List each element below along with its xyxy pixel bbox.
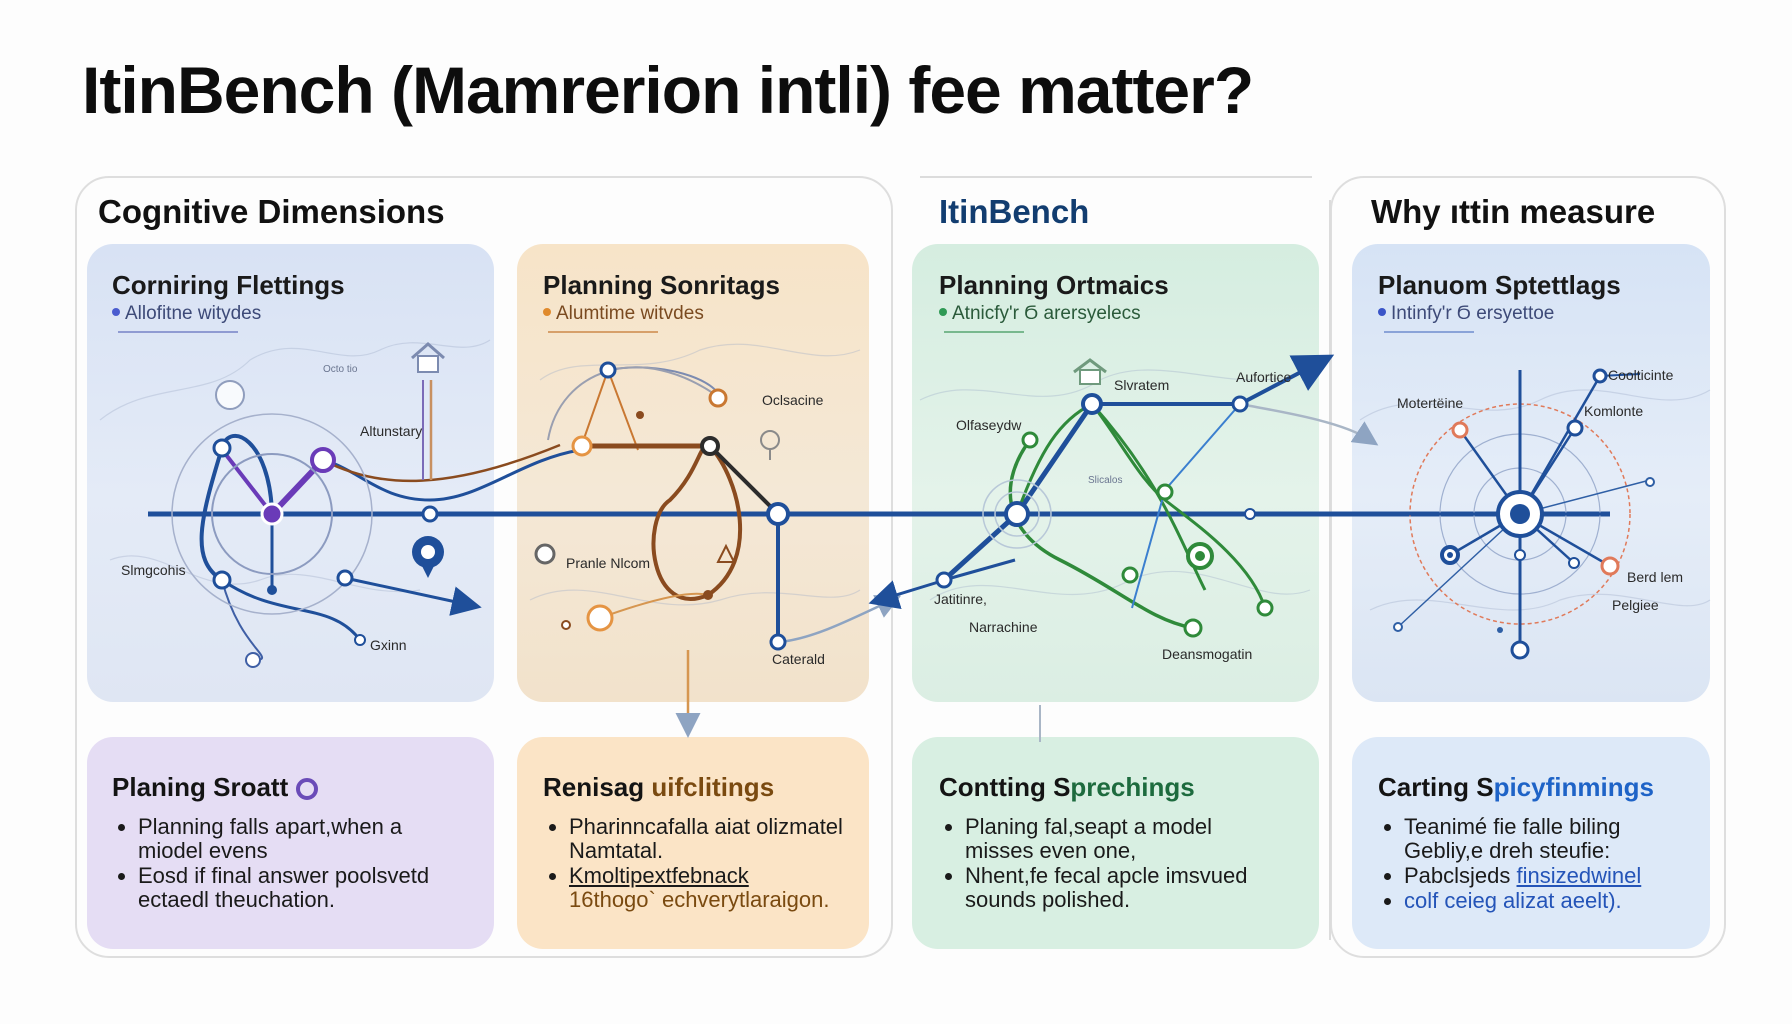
- map-label-altunstary: Altunstary: [360, 423, 422, 439]
- top-panel-3-rule: [944, 331, 1024, 333]
- bottom-panel-1-title-text: Planing Sroatt: [112, 772, 289, 802]
- bottom-panel-4: [1352, 737, 1710, 949]
- map-label-narrachine: Narrachine: [969, 619, 1038, 635]
- map-label-aufortice: Aufortice: [1236, 369, 1291, 385]
- itinbench-top-rule: [920, 176, 1312, 178]
- panel4-nodes: [1393, 368, 1655, 660]
- top-panel-1-rule: [118, 331, 238, 333]
- panel2-nodes: [534, 361, 790, 651]
- panel1-nodes: [212, 380, 439, 668]
- top-panel-4: [1352, 244, 1710, 702]
- map-label-deansmogatin: Deansmogatin: [1162, 646, 1252, 662]
- cognitive-frame: [75, 176, 893, 958]
- bullet-dot-icon: [939, 307, 947, 316]
- bottom-panel-2-title-b: uifclitings: [651, 772, 775, 802]
- top-panel-3-subtitle-text: Atnicfy'r Ϭ arersyelecs: [952, 303, 1141, 324]
- magnifier-icon: [296, 778, 319, 800]
- map-label-octotio: Octo tio: [323, 364, 358, 375]
- tent-icon: [716, 543, 736, 563]
- bottom-panel-1: [87, 737, 494, 949]
- panel3-nodes: [935, 393, 1274, 638]
- section-title-why: Why ıttin measure: [1371, 193, 1656, 230]
- bottom-panel-3-title-b: prechings: [1070, 772, 1195, 802]
- top-panel-2-subtitle-text: Alumtime witvdes: [556, 303, 704, 324]
- bottom-panel-2-title: Renisag uifclitings: [543, 772, 774, 803]
- map-label-pranle: Pranle Nlcom: [566, 555, 650, 571]
- map-label-komlonte: Komlonte: [1584, 403, 1643, 419]
- bottom-panel-4-title-a: Carting S: [1378, 772, 1494, 802]
- panel2-routes: [547, 366, 902, 738]
- bottom-panel-4-title-b: picyfinmings: [1493, 772, 1654, 802]
- bullet-dot-icon: [543, 307, 551, 316]
- itinbench-divider: [1329, 200, 1331, 940]
- top-panel-4-subtitle: Intinfy'r Ϭ ersyettoe: [1378, 303, 1554, 325]
- map-label-coolticinte: Coolticinte: [1608, 367, 1674, 383]
- house-icon: [411, 342, 445, 373]
- map-label-pelgiee: Pelgiee: [1612, 597, 1659, 613]
- map-background: [99, 339, 1711, 611]
- map-label-berdlem: Berd lem: [1627, 569, 1683, 585]
- map-label-olfaseydw: Olfaseydw: [956, 417, 1022, 433]
- panel1-routes: [171, 380, 581, 661]
- panel3-routes: [868, 354, 1379, 742]
- bottom-panel-3-title: Contting Sprechings: [939, 772, 1195, 803]
- top-panel-2-subtitle: Alumtime witvdes: [543, 303, 704, 325]
- list-item: Pabclsjeds finsizedwinel: [1404, 864, 1724, 888]
- map-label-moterteine: Motertëine: [1397, 395, 1463, 411]
- top-panel-1-subtitle-text: Allofitne witydes: [125, 303, 262, 324]
- bottom-panel-3-title-a: Contting S: [939, 772, 1071, 802]
- map-label-jatitinre: Jatitinre,: [934, 591, 987, 607]
- bottom-panel-4-title: Carting Spicyfinmings: [1378, 772, 1654, 803]
- map-label-oclsacine: Oclsacine: [762, 392, 824, 408]
- bullet-dot-icon: [112, 307, 120, 316]
- top-panel-2: [517, 244, 869, 702]
- bottom-panel-2-title-a: Renisag: [543, 772, 652, 802]
- section-title-itinbench: ItinBench: [939, 193, 1090, 230]
- top-panel-4-subtitle-text: Intinfy'r Ϭ ersyettoe: [1391, 303, 1555, 324]
- bottom-panel-2: [517, 737, 869, 949]
- map-label-slicalos: Slicalos: [1088, 475, 1122, 486]
- place-marker-icon: [760, 430, 780, 460]
- top-panel-2-title: Planning Sonritags: [543, 270, 780, 300]
- map-label-slvratem: Slvratem: [1114, 377, 1169, 393]
- top-panel-4-title: Planuom Sptettlags: [1378, 270, 1621, 300]
- list-item: colf ceieg alizat aeelt).: [1404, 889, 1724, 913]
- house-icon-2: [1073, 358, 1107, 385]
- why-frame: [1330, 176, 1726, 958]
- target-icon: [1496, 490, 1544, 538]
- top-panel-1-subtitle: Allofitne witydes: [112, 303, 261, 325]
- bottom-panel-1-title: Planing Sroatt: [112, 772, 319, 803]
- top-panel-1: [87, 244, 494, 702]
- top-panel-4-rule: [1384, 331, 1474, 333]
- section-title-cognitive: Cognitive Dimensions: [98, 193, 445, 230]
- bottom-panel-3: [912, 737, 1319, 949]
- top-panel-1-title: Corniring Flettings: [112, 270, 345, 300]
- bullet-dot-icon: [1378, 307, 1386, 316]
- top-panel-3: [912, 244, 1319, 702]
- top-panel-2-rule: [548, 331, 658, 333]
- top-panel-3-title: Planning Ortmaics: [939, 270, 1169, 300]
- map-label-gxinn: Gxinn: [370, 637, 407, 653]
- top-panel-3-subtitle: Atnicfy'r Ϭ arersyelecs: [939, 303, 1141, 325]
- page-title: ItinBench (Mamrerion intli) fee matter?: [82, 53, 1254, 127]
- map-label-slmgcohis: Slmgcohis: [121, 562, 186, 578]
- map-pin-icon: [412, 536, 444, 578]
- map-label-caterald: Caterald: [772, 651, 825, 667]
